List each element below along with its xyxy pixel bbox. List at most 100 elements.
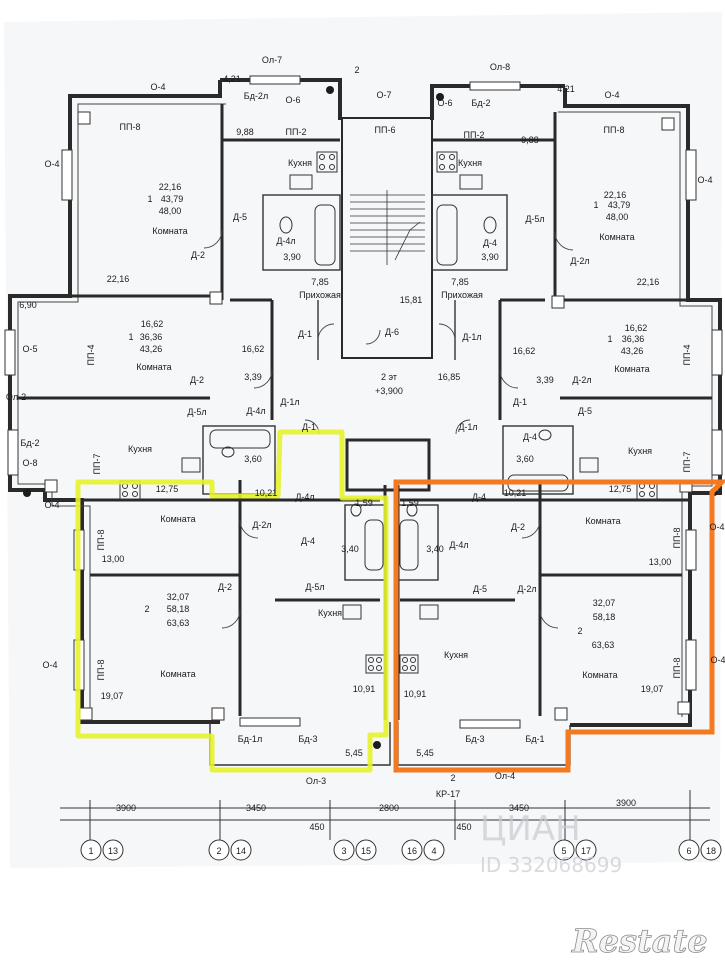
plan-label: 58,18 xyxy=(167,604,190,614)
plan-label: ПП-7 xyxy=(682,452,692,473)
plan-label: 3450 xyxy=(509,803,529,813)
plan-label: 2 xyxy=(144,604,149,614)
axis-circle xyxy=(208,839,230,861)
watermark-id: ID 332068699 xyxy=(480,853,622,877)
plan-label: 450 xyxy=(456,822,471,832)
plan-label: Д-1 xyxy=(302,422,316,432)
plan-label: ПП-2 xyxy=(464,130,485,140)
plan-label: 3450 xyxy=(246,803,266,813)
plan-label: 19,07 xyxy=(101,691,124,701)
plan-label: Д-1 xyxy=(298,329,312,339)
plan-label: Д-5 xyxy=(233,212,247,222)
plan-label: 16,62 xyxy=(513,346,536,356)
plan-label: О-4 xyxy=(710,655,725,665)
plan-label: 3,40 xyxy=(426,544,444,554)
plan-label: Комната xyxy=(585,516,620,526)
plan-label: 13,00 xyxy=(649,557,672,567)
plan-label: Прихожая xyxy=(441,290,483,300)
plan-label: 10,91 xyxy=(404,689,427,699)
plan-label: Д-2 xyxy=(191,250,205,260)
plan-label: Ол-2 xyxy=(6,392,26,402)
door-swings xyxy=(203,229,574,629)
plan-label: 5,45 xyxy=(345,748,363,758)
plan-label: Кухня xyxy=(458,158,482,168)
plan-label: 32,07 xyxy=(593,598,616,608)
plan-label: Д-1л xyxy=(280,397,299,407)
plan-label: ПП-2 xyxy=(286,127,307,137)
axis-label: 6 xyxy=(686,846,691,856)
plan-label: Д-4л xyxy=(246,406,265,416)
plan-label: 16,62 xyxy=(625,323,648,333)
plan-label: 36,36 xyxy=(140,332,163,342)
plan-label: О-4 xyxy=(44,500,59,510)
plan-label: 3,39 xyxy=(244,372,262,382)
axis-label: 17 xyxy=(581,846,591,856)
plan-label: Д-2л xyxy=(570,256,589,266)
plan-label: 12,75 xyxy=(609,484,632,494)
plan-label: Бд-2 xyxy=(20,438,39,448)
plan-label: Д-1л xyxy=(458,422,477,432)
plan-label: 58,18 xyxy=(593,612,616,622)
plan-label: 1 xyxy=(607,334,612,344)
plan-label: 2800 xyxy=(379,803,399,813)
plan-label: ПП-7 xyxy=(92,454,102,475)
plan-label: О-6 xyxy=(437,98,452,108)
dimension-line xyxy=(60,790,710,840)
plan-label: О-6 xyxy=(285,95,300,105)
plan-label: О-4 xyxy=(42,660,57,670)
axis-label: 18 xyxy=(706,846,716,856)
plan-label: Д-2 xyxy=(218,582,232,592)
plan-label: 43,26 xyxy=(621,346,644,356)
plan-label: 22,16 xyxy=(604,190,627,200)
axis-label: 5 xyxy=(561,846,566,856)
plan-label: 19,07 xyxy=(641,684,664,694)
axis-circle xyxy=(355,839,377,861)
plan-label: Кухня xyxy=(288,158,312,168)
plan-label: 5,45 xyxy=(416,748,434,758)
axis-circle xyxy=(553,839,575,861)
axis-label: 4 xyxy=(431,846,436,856)
plan-label: О-4 xyxy=(604,90,619,100)
plan-label: Кухня xyxy=(444,650,468,660)
plan-label: Бд-3 xyxy=(298,734,317,744)
plan-label: КР-17 xyxy=(436,789,460,799)
plan-label: 4,21 xyxy=(557,84,575,94)
plan-label: Д-2 xyxy=(190,375,204,385)
plan-label: 48,00 xyxy=(606,212,629,222)
plan-label: 43,79 xyxy=(608,200,631,210)
axis-label: 16 xyxy=(407,846,417,856)
plan-label: Бд-2 xyxy=(471,98,490,108)
plan-label: Комната xyxy=(582,670,617,680)
plan-label: Д-1л xyxy=(462,332,481,342)
plan-label: О-8 xyxy=(22,458,37,468)
plan-label: Д-5л xyxy=(525,214,544,224)
plan-label: ПП-8 xyxy=(672,528,682,549)
plan-label: 1,59 xyxy=(355,498,373,508)
plan-label: 7,85 xyxy=(311,277,329,287)
plan-label: О-5 xyxy=(22,344,37,354)
plan-label: Комната xyxy=(152,226,187,236)
columns xyxy=(44,111,693,721)
plan-label: 3,60 xyxy=(516,454,534,464)
plan-label: Комната xyxy=(136,362,171,372)
plan-label: Бд-3 xyxy=(465,734,484,744)
plan-label: Кухня xyxy=(628,446,652,456)
stair-treads xyxy=(350,190,425,265)
plan-label: 16,85 xyxy=(438,372,461,382)
plan-label: Кухня xyxy=(318,608,342,618)
plan-label: Комната xyxy=(599,232,634,242)
plan-label: Д-2л xyxy=(517,584,536,594)
plan-label: 3,60 xyxy=(244,454,262,464)
plan-label: 3,40 xyxy=(341,544,359,554)
plan-label: Д-5л xyxy=(305,582,324,592)
axis-circle xyxy=(401,839,423,861)
plan-label: 63,63 xyxy=(167,618,190,628)
plan-label: 1 xyxy=(147,194,152,204)
plan-label: Комната xyxy=(614,364,649,374)
axis-circle xyxy=(333,839,355,861)
